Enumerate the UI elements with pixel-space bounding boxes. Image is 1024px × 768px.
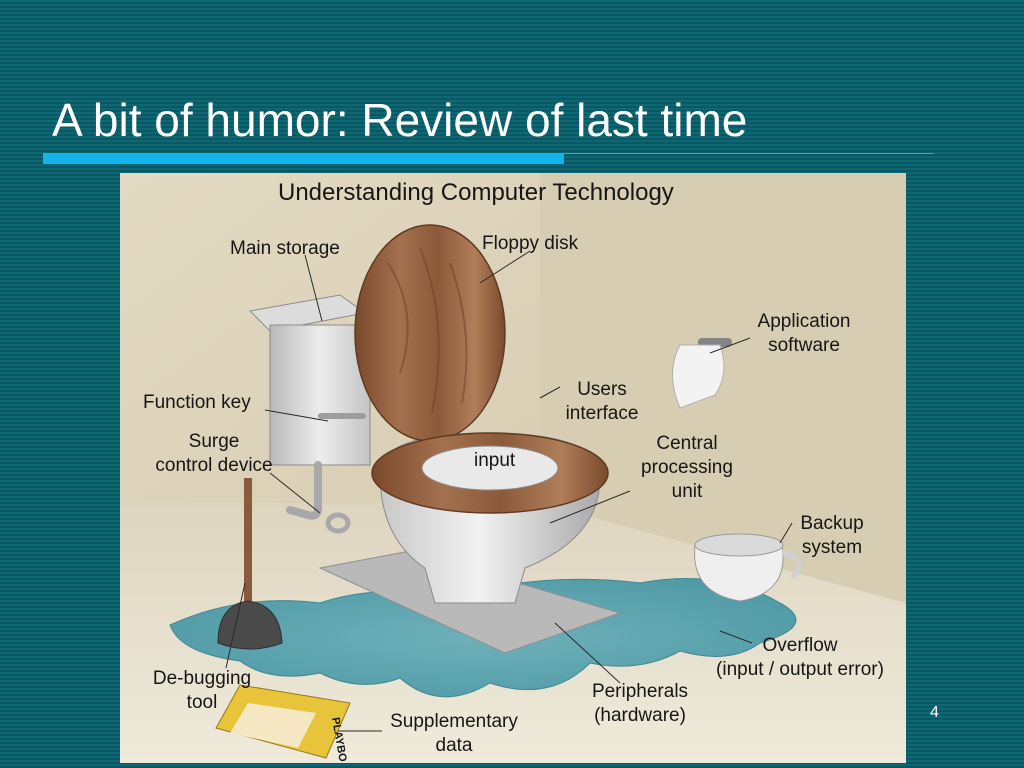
label-application-software-line1: Application	[758, 311, 851, 332]
label-surge-line2: control device	[155, 455, 272, 476]
toilet-paper-roll	[672, 344, 725, 409]
label-debugging-line2: tool	[187, 692, 218, 713]
label-backup-line1: Backup	[800, 513, 863, 534]
cartoon-heading: Understanding Computer Technology	[278, 179, 674, 206]
pot-rim	[694, 533, 784, 557]
label-supplementary-line2: data	[436, 735, 473, 756]
toilet-lid	[354, 224, 506, 442]
label-users-interface-line1: Users	[577, 379, 627, 400]
label-overflow-line2: (input / output error)	[716, 659, 884, 680]
page-number: 4	[930, 704, 939, 721]
pot-handle	[781, 550, 802, 581]
cartoon-figure: PLAYBO Understanding Computer Technology…	[120, 173, 906, 763]
shut-off-valve	[325, 512, 351, 534]
label-function-key: Function key	[143, 392, 251, 413]
plunger-cup	[217, 600, 283, 650]
label-peripherals-line1: Peripherals	[592, 681, 688, 702]
supply-pipe	[286, 461, 322, 520]
label-users-interface-line2: interface	[566, 403, 639, 424]
label-supplementary-line1: Supplementary	[390, 711, 518, 732]
label-debugging-line1: De-bugging	[153, 668, 251, 689]
toilet-tank	[269, 324, 371, 466]
right-wall	[540, 173, 906, 603]
pointer-lines	[225, 250, 793, 732]
plunger-handle	[244, 478, 252, 613]
label-overflow-line1: Overflow	[763, 635, 838, 656]
magazine-cover	[230, 703, 316, 748]
label-cpu-line3: unit	[672, 481, 703, 502]
label-peripherals-line2: (hardware)	[594, 705, 686, 726]
chamber-pot	[694, 544, 784, 602]
label-input: input	[474, 450, 516, 471]
cartoon-illustration: PLAYBO Understanding Computer Technology…	[120, 173, 906, 763]
label-main-storage: Main storage	[230, 238, 340, 259]
flush-handle	[318, 413, 366, 419]
label-surge-line1: Surge	[189, 431, 240, 452]
title-underline-thin	[43, 153, 934, 154]
label-cpu-line1: Central	[656, 433, 717, 454]
bowl-opening	[421, 445, 559, 491]
label-backup-line2: system	[802, 537, 862, 558]
label-cpu-line2: processing	[641, 457, 733, 478]
label-floppy-disk: Floppy disk	[482, 233, 579, 254]
title-underline-thick	[43, 153, 564, 164]
label-application-software-line2: software	[768, 335, 840, 356]
slide-title: A bit of humor: Review of last time	[52, 94, 748, 146]
lid-wood-grain	[387, 247, 468, 414]
